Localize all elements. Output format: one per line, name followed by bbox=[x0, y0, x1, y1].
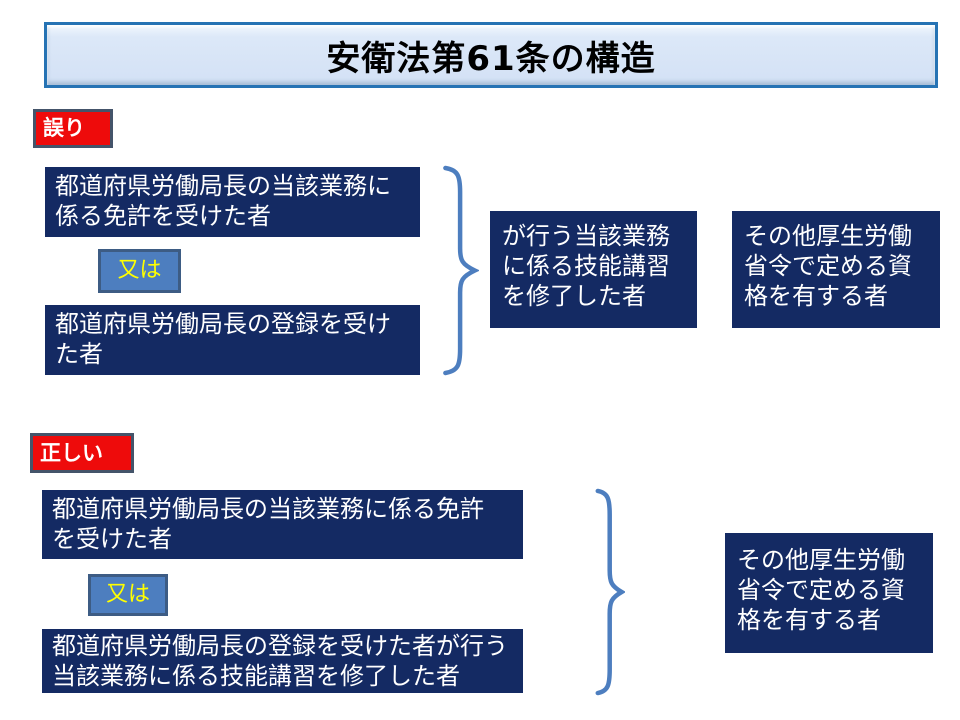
correct-registration-training-box: 都道府県労働局長の登録を受けた者が行う 当該業務に係る技能講習を修了した者 bbox=[42, 629, 523, 693]
right-brace-icon bbox=[591, 485, 625, 699]
slide-title-box: 安衛法第61条の構造 bbox=[44, 22, 938, 88]
correct-other-qualification-box: その他厚生労働 省令で定める資 格を有する者 bbox=[725, 533, 933, 653]
correct-section-tag: 正しい bbox=[30, 433, 134, 473]
right-brace-icon bbox=[437, 162, 479, 379]
right-brace-path bbox=[598, 491, 622, 693]
correct-or-box: 又は bbox=[88, 574, 168, 616]
slide-title: 安衛法第61条の構造 bbox=[326, 38, 656, 79]
wrong-registration-box: 都道府県労働局長の登録を受け た者 bbox=[45, 305, 420, 375]
wrong-training-box: が行う当該業務 に係る技能講習 を修了した者 bbox=[490, 211, 697, 328]
wrong-other-qualification-box: その他厚生労働 省令で定める資 格を有する者 bbox=[732, 211, 940, 328]
wrong-license-box: 都道府県労働局長の当該業務に 係る免許を受けた者 bbox=[45, 167, 420, 237]
right-brace-path bbox=[445, 168, 474, 373]
correct-license-box: 都道府県労働局長の当該業務に係る免許 を受けた者 bbox=[42, 490, 523, 559]
wrong-or-box: 又は bbox=[98, 249, 181, 293]
wrong-section-tag: 誤り bbox=[33, 109, 113, 148]
